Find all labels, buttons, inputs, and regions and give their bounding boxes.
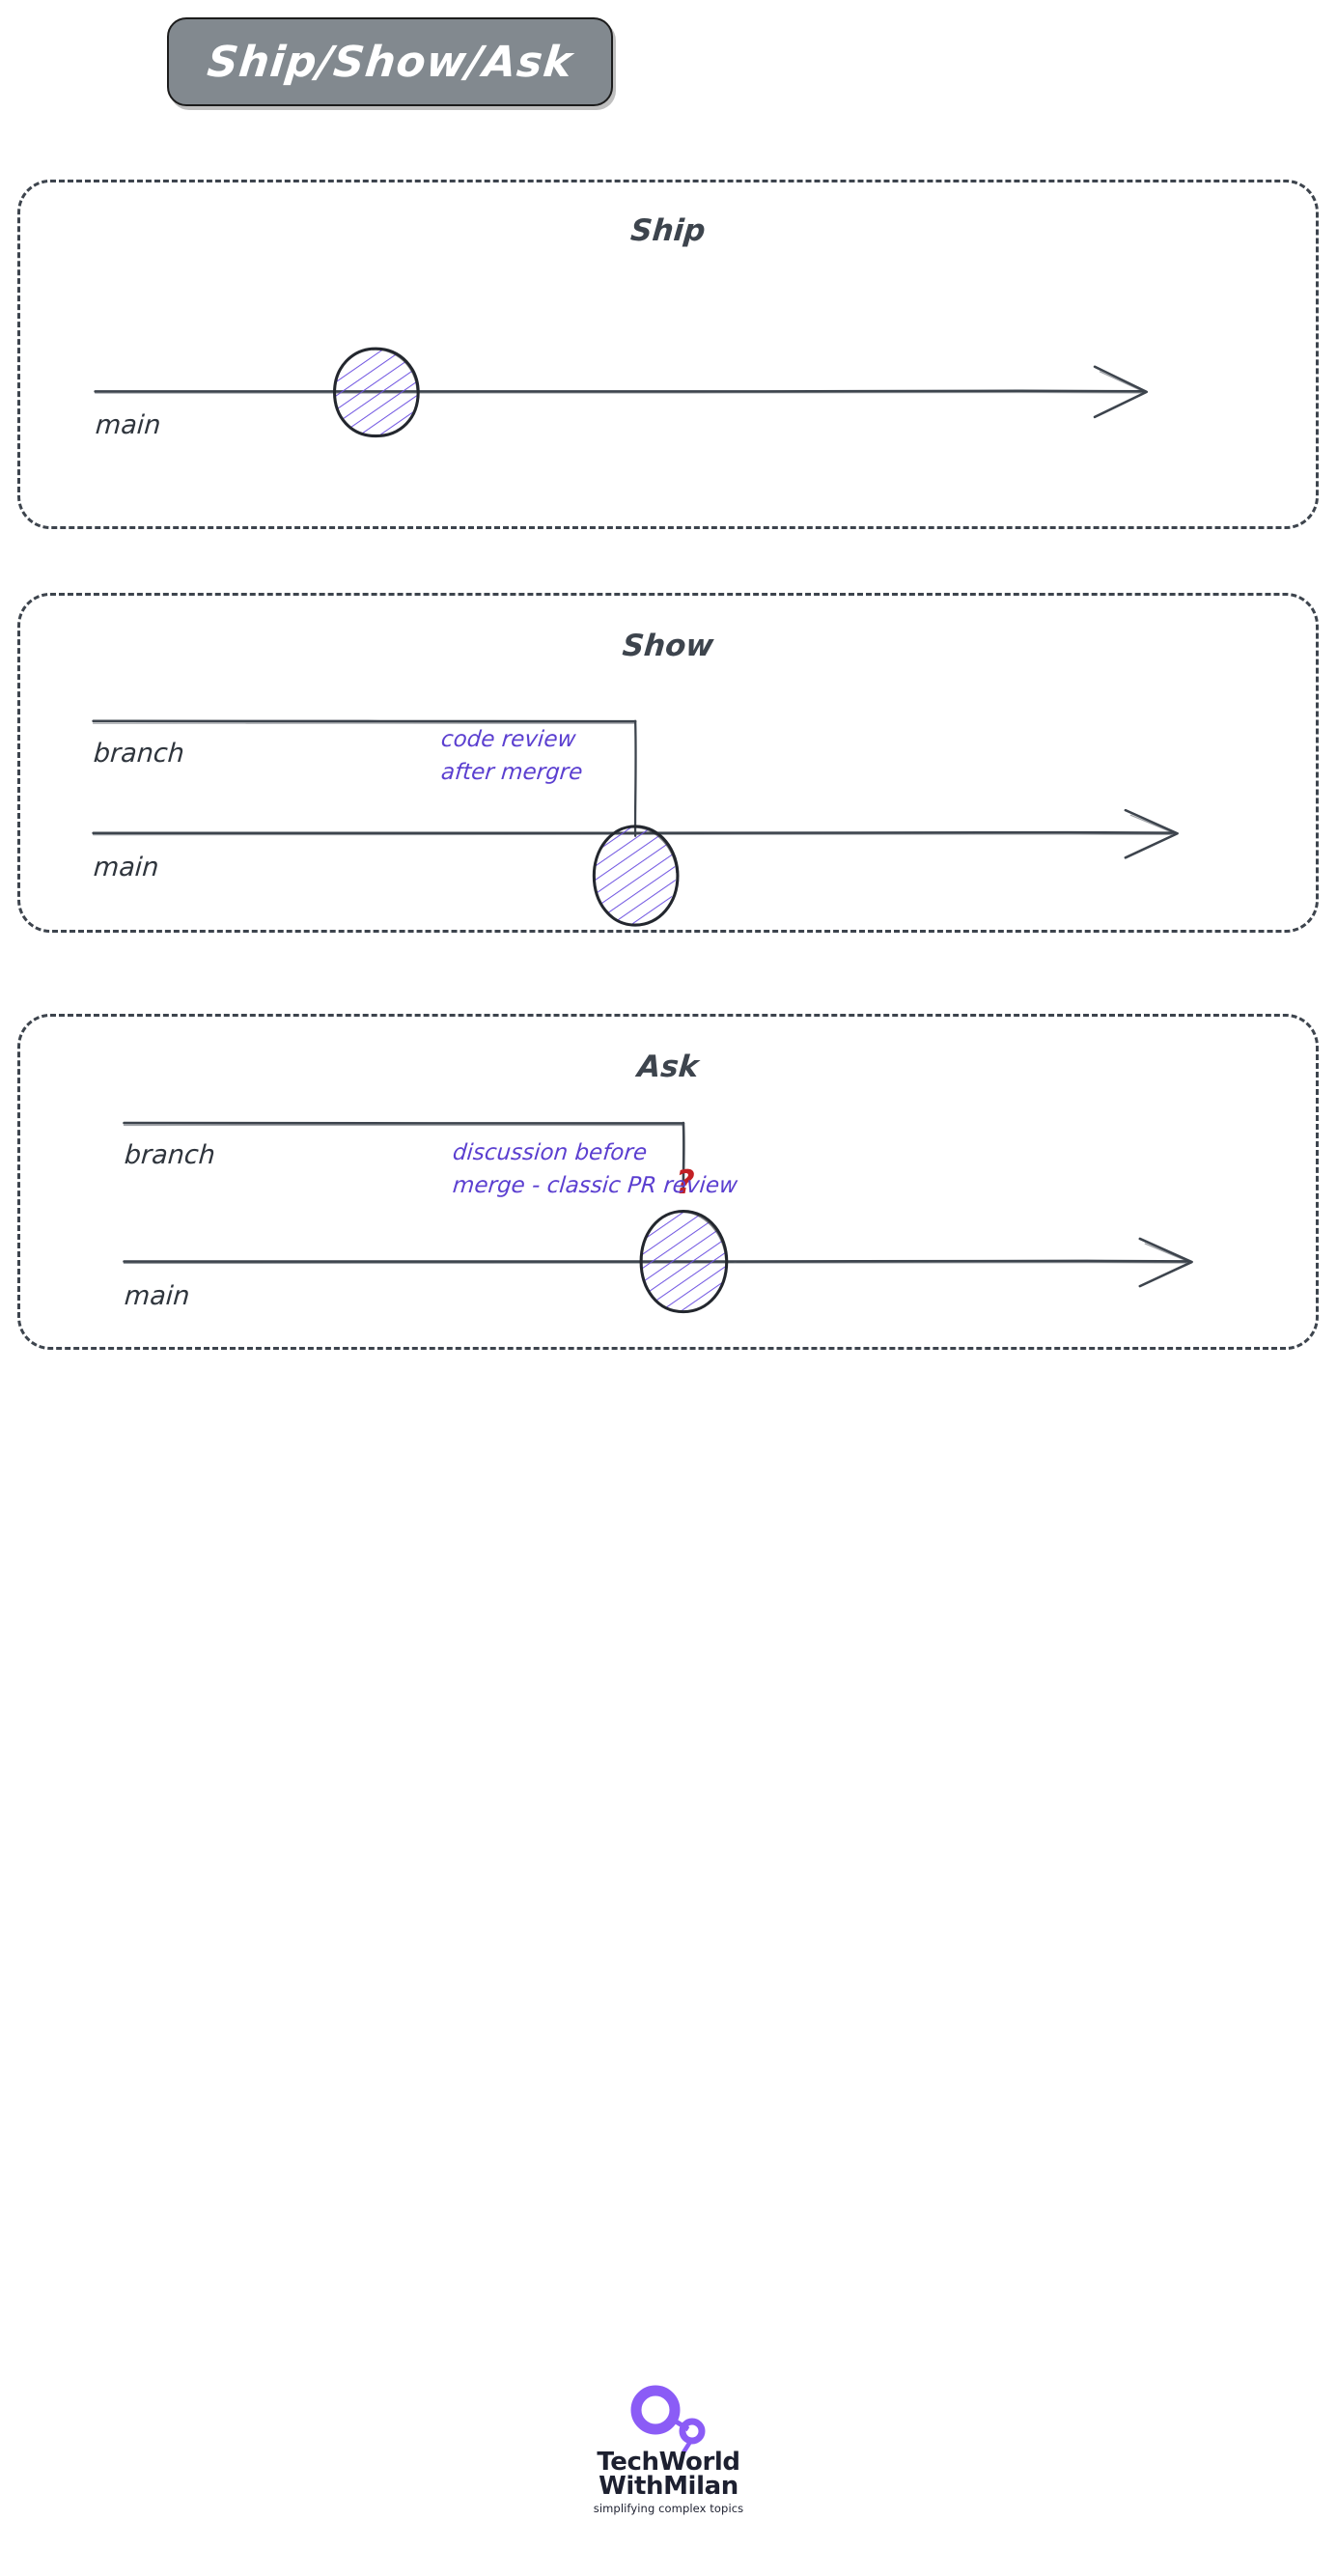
panel-ask: Ask branch main ? discussion be (17, 1014, 1319, 1350)
brand-name-line1: TechWorld (597, 2448, 740, 2477)
commit-node-ask (639, 1209, 729, 1314)
label-main-ask: main (123, 1281, 191, 1311)
brand-tagline: simplifying complex topics (593, 2502, 744, 2516)
brand-name-line2: WithMilan (599, 2472, 738, 2502)
techworld-node-icon (630, 2385, 705, 2454)
footer-logo: TechWorld WithMilan simplifying complex … (0, 2385, 1337, 2515)
ask-diagram (123, 1121, 1193, 1314)
label-main-ship: main (94, 410, 162, 440)
main-branch-line (94, 365, 1149, 419)
label-main-show: main (92, 853, 160, 882)
label-branch-show: branch (92, 739, 185, 769)
label-branch-ask: branch (123, 1140, 216, 1170)
title-banner: Ship/Show/Ask (167, 17, 613, 106)
annotation-ask-line2: merge - classic PR review (451, 1173, 739, 1198)
main-branch-line (123, 1237, 1193, 1288)
feature-branch-line (123, 1121, 685, 1193)
annotation-show-line1: code review (439, 727, 577, 752)
panel-show: Show branch main code revie (17, 593, 1319, 933)
commit-node-ship (333, 347, 420, 438)
panel-ship: Ship main (17, 180, 1319, 529)
question-mark-icon: ? (676, 1163, 695, 1202)
show-diagram (92, 719, 1179, 927)
page-title: Ship/Show/Ask (205, 37, 575, 87)
main-branch-line (92, 808, 1179, 859)
ship-diagram (94, 347, 1149, 438)
annotation-ask-line1: discussion before (451, 1140, 649, 1165)
annotation-show-line2: after mergre (439, 760, 584, 785)
commit-node-show (592, 825, 680, 927)
